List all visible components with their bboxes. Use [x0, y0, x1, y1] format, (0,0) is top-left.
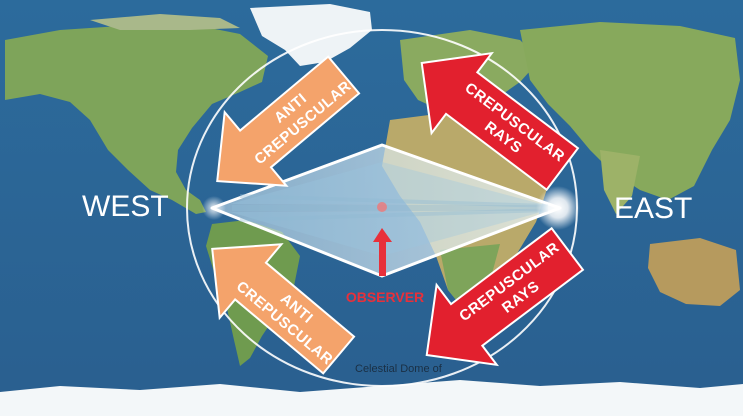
- asia: [520, 22, 740, 200]
- india: [600, 150, 640, 214]
- ray-line-2: [239, 194, 549, 208]
- ray-band-1: [230, 162, 545, 205]
- ray-band-2: [230, 211, 545, 256]
- west-glow-icon: [202, 196, 226, 220]
- ray-line-3: [239, 208, 549, 222]
- observer-point-icon: [377, 202, 387, 212]
- east-label: EAST: [614, 192, 692, 225]
- sun-glow-icon: [536, 186, 580, 230]
- celestial-dome-label: Celestial Dome of: [355, 363, 443, 375]
- observer-label: OBSERVER: [346, 289, 424, 305]
- north-america-north: [90, 14, 240, 30]
- up-arrow-icon: [373, 228, 392, 276]
- north-america: [5, 24, 268, 214]
- greenland: [250, 4, 372, 66]
- australia: [648, 238, 740, 306]
- antarctica: [0, 380, 743, 416]
- west-label: WEST: [82, 190, 169, 223]
